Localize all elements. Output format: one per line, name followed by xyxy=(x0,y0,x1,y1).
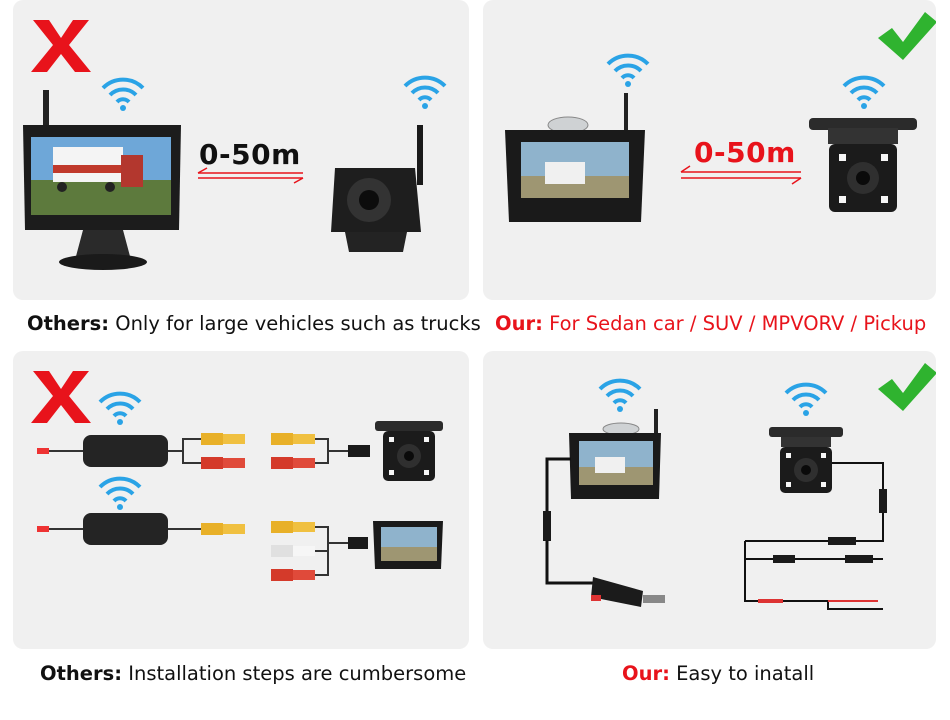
check-icon xyxy=(878,363,936,411)
cable xyxy=(744,462,887,610)
wifi-icon xyxy=(98,391,142,425)
caption-prefix: Our: xyxy=(622,662,670,685)
wifi-icon xyxy=(403,75,447,109)
caption-our-install: Our: Easy to inatall xyxy=(622,662,814,685)
camera xyxy=(375,421,443,481)
caption-text: Only for large vehicles such as trucks xyxy=(109,312,481,335)
wireless-transmitter xyxy=(37,433,245,469)
caption-others-vehicles: Others: Only for large vehicles such as … xyxy=(27,312,481,335)
cable xyxy=(543,457,595,585)
monitor xyxy=(23,90,181,270)
caption-text: Installation steps are cumbersome xyxy=(122,662,467,685)
wifi-icon xyxy=(606,53,650,87)
panel-our-wireless: 0-50m xyxy=(483,0,936,300)
monitor xyxy=(569,409,661,499)
caption-text: Easy to inatall xyxy=(669,662,815,685)
wifi-icon xyxy=(842,75,886,109)
wireless-transmitter xyxy=(37,513,245,545)
wifi-icon xyxy=(101,77,145,111)
wifi-icon xyxy=(98,476,142,510)
panel-others-install xyxy=(13,351,469,649)
caption-others-install: Others: Installation steps are cumbersom… xyxy=(40,662,466,685)
caption-prefix: Others: xyxy=(27,312,110,335)
distance-label: 0-50m xyxy=(694,136,796,169)
car-charger xyxy=(591,577,665,607)
monitor xyxy=(505,93,645,222)
panel-our-install xyxy=(483,351,936,649)
caption-our-vehicles: Our: For Sedan car / SUV / MPVORV / Pick… xyxy=(495,312,926,335)
cross-icon xyxy=(31,20,91,72)
check-icon xyxy=(878,12,936,60)
caption-text: For Sedan car / SUV / MPVORV / Pickup xyxy=(542,312,927,335)
rca-connector xyxy=(271,433,370,469)
camera xyxy=(331,125,423,252)
distance-label: 0-50m xyxy=(199,138,301,171)
monitor xyxy=(373,521,443,569)
cross-icon xyxy=(31,371,91,423)
wifi-icon xyxy=(784,382,828,416)
camera xyxy=(809,118,917,212)
distance-arrow xyxy=(197,167,304,184)
caption-prefix: Others: xyxy=(40,662,123,685)
rca-connector xyxy=(271,521,368,581)
distance-arrow xyxy=(680,165,802,185)
caption-prefix: Our: xyxy=(495,312,543,335)
panel-others-wireless: 0-50m xyxy=(13,0,469,300)
wifi-icon xyxy=(598,378,642,412)
camera xyxy=(769,427,843,493)
